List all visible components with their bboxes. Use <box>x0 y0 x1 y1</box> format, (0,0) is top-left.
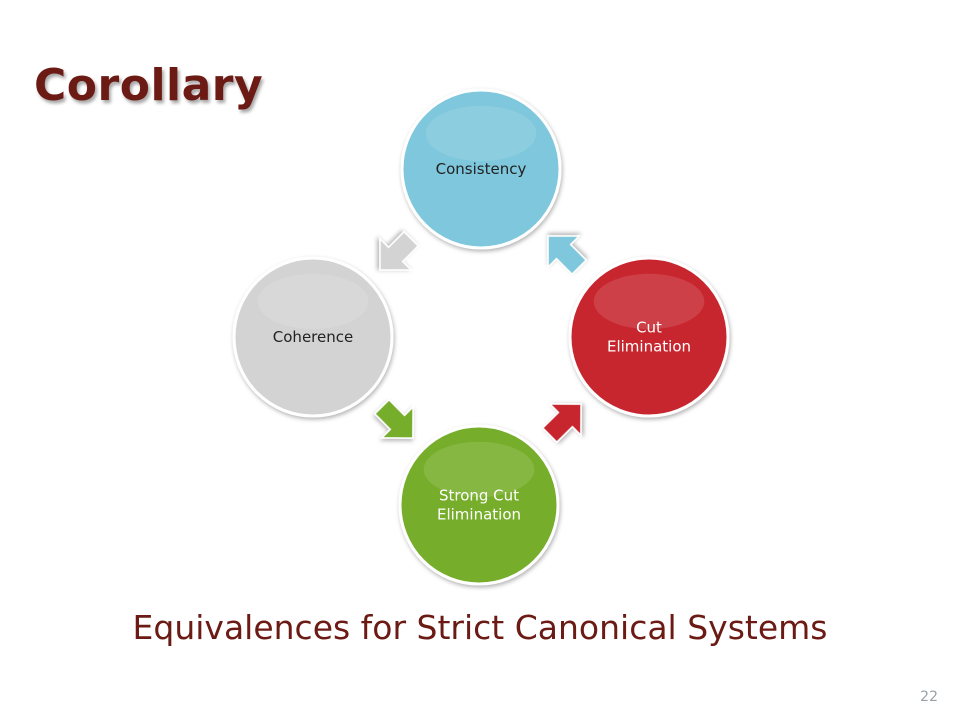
strong-cut-elimination-sheen <box>423 441 535 498</box>
slide-subtitle: Equivalences for Strict Canonical System… <box>132 608 828 647</box>
arrow-layer <box>373 230 588 444</box>
consistency-label: Consistency <box>436 160 527 178</box>
arrow-shape <box>547 235 588 276</box>
strong-cut-elimination-circle <box>398 424 560 586</box>
arrow-coherence-to-strong-cut-elimination <box>373 398 414 439</box>
arrow-strong-cut-elimination-to-cut-elimination <box>541 403 582 444</box>
arrow-shape <box>541 403 582 444</box>
arrow-shape <box>373 398 414 439</box>
coherence-circle <box>232 256 394 418</box>
node-coherence: Coherence <box>232 256 394 418</box>
cut-elimination-circle <box>568 256 730 418</box>
strong-cut-elimination-label: Elimination <box>437 506 521 524</box>
consistency-sheen <box>425 105 537 162</box>
arrow-shape <box>379 230 420 271</box>
slide-title: Corollary <box>34 60 264 111</box>
consistency-circle <box>400 88 562 250</box>
arrow-cut-elimination-to-consistency <box>547 235 588 276</box>
cut-elimination-label: Elimination <box>607 338 691 356</box>
arrow-consistency-to-coherence <box>379 230 420 271</box>
coherence-sheen <box>257 273 369 330</box>
strong-cut-elimination-label: Strong Cut <box>439 487 519 505</box>
node-consistency: Consistency <box>400 88 562 250</box>
page-number: 22 <box>920 689 938 705</box>
cut-elimination-label: Cut <box>636 319 662 337</box>
coherence-label: Coherence <box>273 328 353 346</box>
cut-elimination-sheen <box>593 273 705 330</box>
